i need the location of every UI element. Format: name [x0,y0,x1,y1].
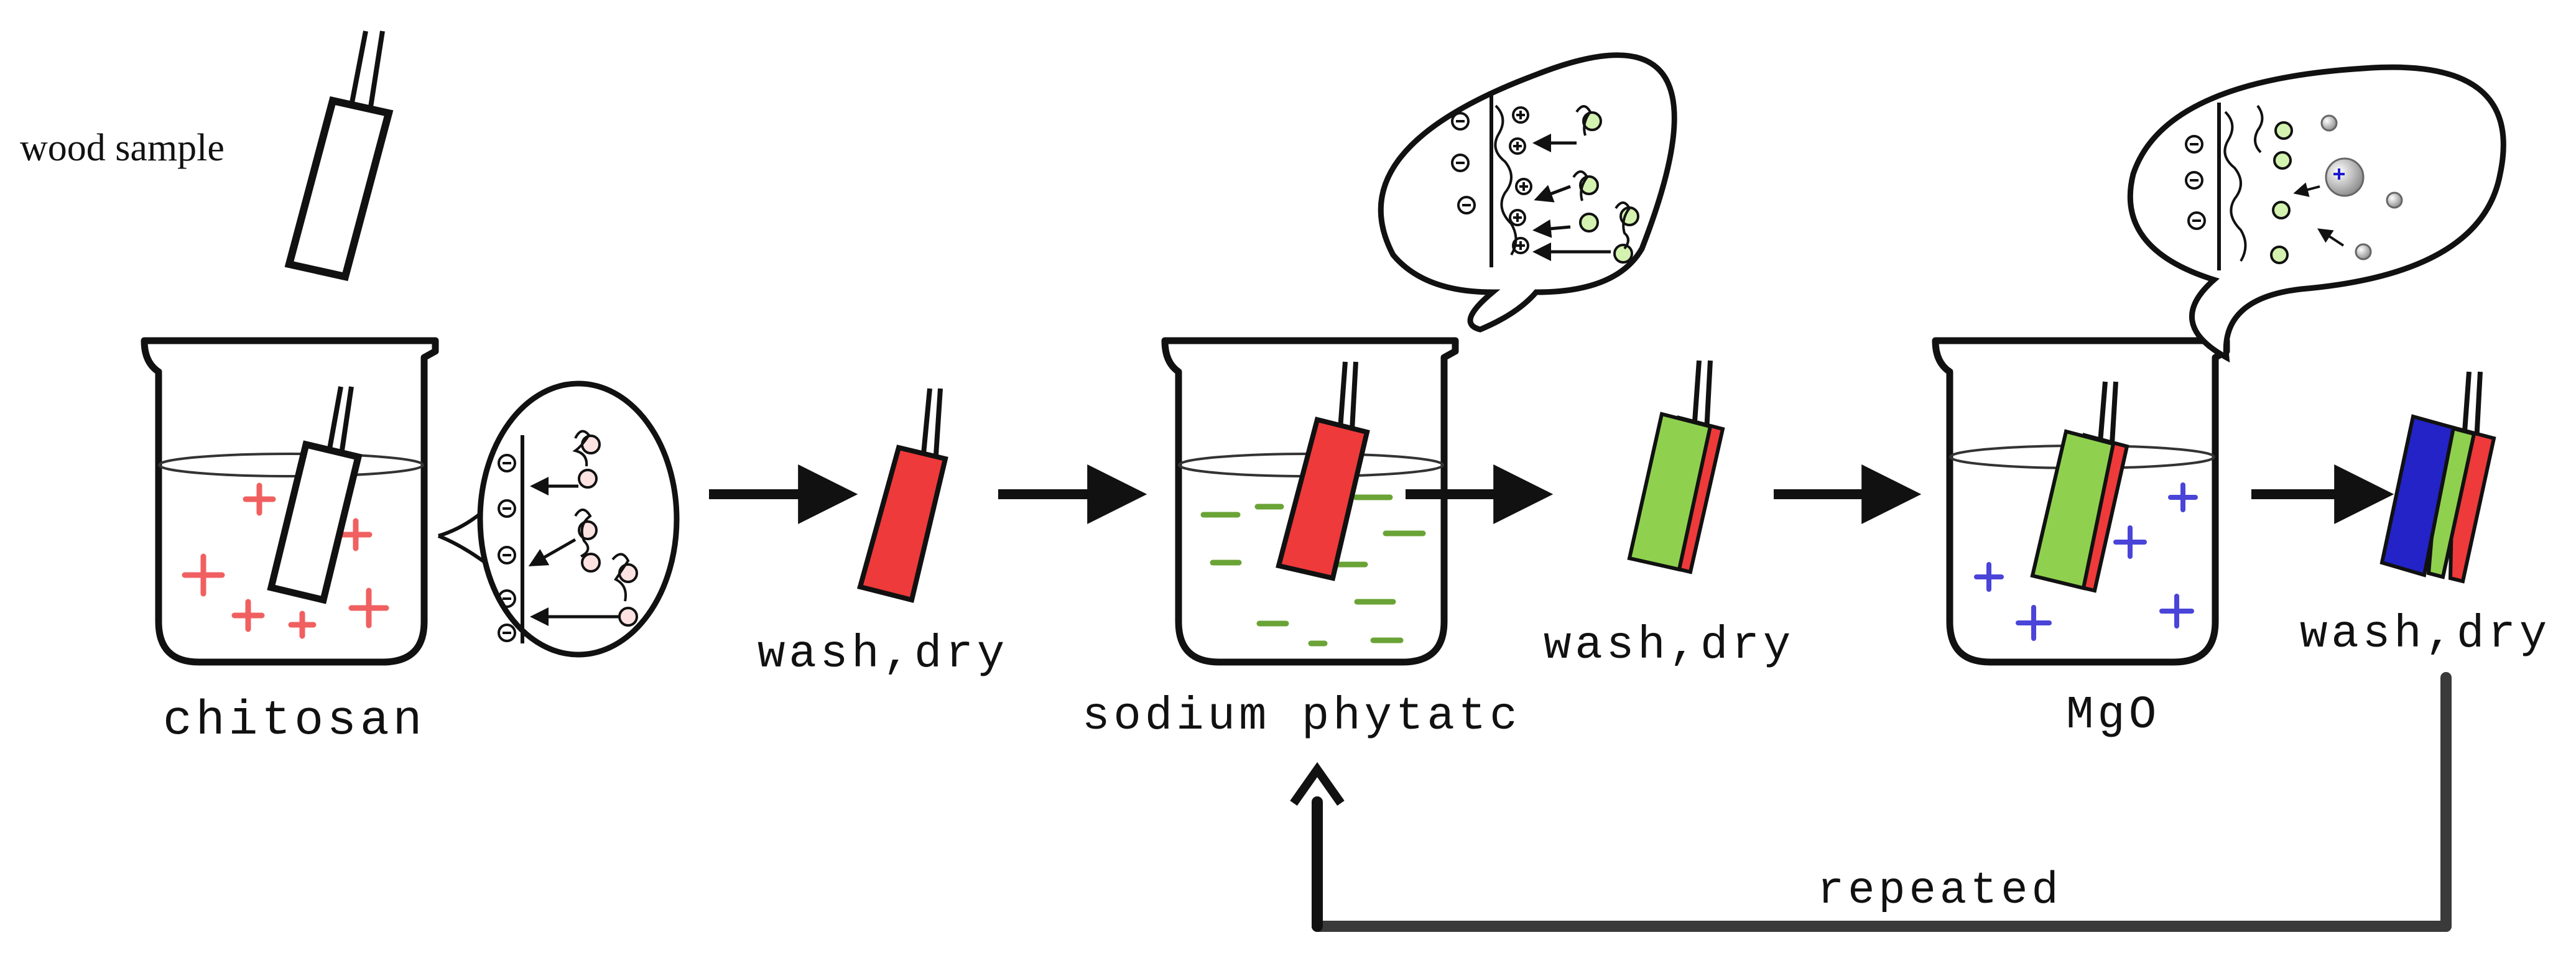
mgo-label: MgO [2066,689,2160,742]
wash-dry-label-2: wash,dry [1544,620,1794,672]
wood-sample-icon [267,386,363,604]
chitosan-coated-sample [1276,361,1370,581]
wood-sample-icon [284,30,394,282]
wash-dry-label-1: wash,dry [758,629,1008,681]
speech-bubble-icon [2127,64,2506,363]
chitosan-coated-sample [857,388,948,603]
speech-bubble-icon [1378,52,1677,333]
phytate-coated-sample [2030,381,2129,593]
wash-dry-label-3: wash,dry [2300,609,2551,661]
wood-sample-label: wood sample [20,127,225,169]
chitosan-label: chitosan [163,694,425,748]
phytate-coated-sample [1627,360,1725,574]
chitosan-adsorption-zoom-bubble [437,380,680,658]
mgo-charges [1974,482,2198,641]
sodium-phytate-label: sodium phytatc [1082,691,1521,743]
repeat-loop-arrow [1290,672,2452,932]
mgo-coated-sample [2379,371,2496,584]
repeated-label: repeated [1817,865,2062,916]
phytate-charges [1200,494,1426,647]
